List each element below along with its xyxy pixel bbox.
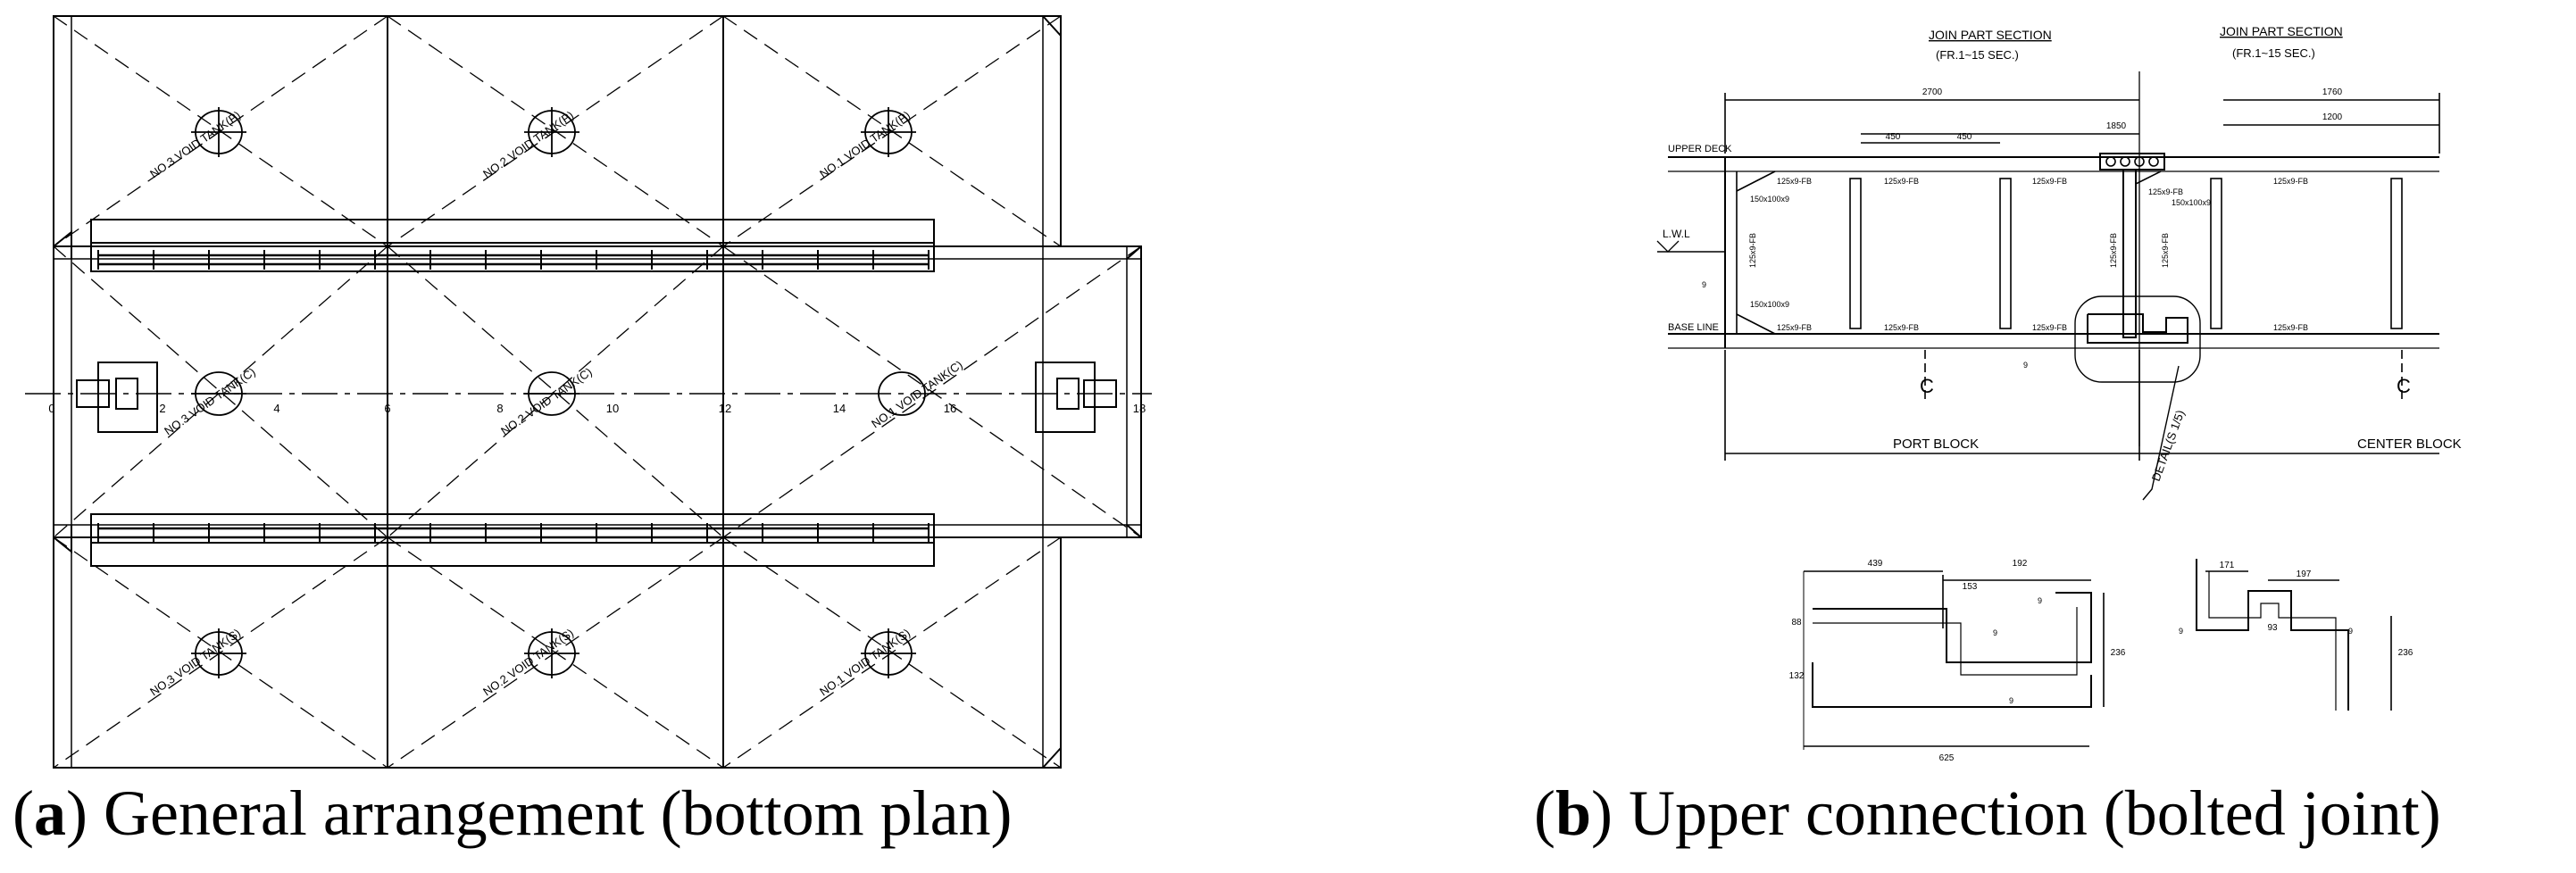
detail-label: DETAIL(S 1/5): [2149, 408, 2188, 483]
bow-fitting: [1035, 362, 1096, 433]
dim-88: 88: [1791, 618, 1802, 628]
frame-14: 14: [833, 402, 846, 415]
dim-1200: 1200: [2322, 112, 2343, 122]
upper-deck-label: UPPER DECK: [1668, 144, 1732, 154]
frame-0: 0: [48, 402, 54, 415]
member-label-7: 125x9-FB: [2032, 323, 2067, 332]
weld-label-6: 9: [2179, 627, 2183, 636]
section-title-2: JOIN PART SECTION: [2220, 24, 2343, 38]
dim-236-b: 236: [2398, 648, 2413, 658]
member-label-9: 125x9-FB: [2148, 187, 2183, 196]
dim-171: 171: [2220, 561, 2235, 570]
member-label-5: 125x9-FB: [1777, 323, 1812, 332]
lower-girder: [90, 513, 935, 567]
member-label-14: 125x9-FB: [2109, 233, 2118, 268]
dim-192: 192: [2013, 559, 2028, 569]
dim-236: 236: [2111, 648, 2126, 658]
joint-column: [2122, 169, 2137, 338]
frame-6: 6: [384, 402, 390, 415]
port-block-label: PORT BLOCK: [1893, 436, 1979, 452]
detail-callout: [2074, 295, 2201, 383]
tank-label-p2: NO.2 VOID TANK(P): [480, 108, 576, 180]
dim-93: 93: [2267, 623, 2278, 633]
weld-label-5: 9: [2009, 696, 2013, 705]
base-line-label: BASE LINE: [1668, 322, 1719, 333]
dim-153: 153: [1963, 582, 1978, 592]
tank-label-p1: NO.1 VOID TANK(P): [817, 108, 913, 180]
member-label-2: 125x9-FB: [1884, 177, 1919, 186]
dim-1850: 1850: [2106, 121, 2127, 131]
frame-10: 10: [606, 402, 619, 415]
weld-label-7: 9: [2348, 627, 2353, 636]
weld-label-1: 9: [1702, 280, 1706, 289]
tank-label-c2: NO.2 VOID TANK(C): [498, 365, 595, 438]
weld-label-2: 9: [2023, 361, 2028, 370]
member-label-4: 125x9-FB: [2273, 177, 2308, 186]
member-label-15: 125x9-FB: [2161, 233, 2170, 268]
member-label-1: 125x9-FB: [1777, 177, 1812, 186]
tank-label-s2: NO.2 VOID TANK(S): [480, 626, 576, 698]
dim-439: 439: [1868, 559, 1883, 569]
dim-2700: 2700: [1922, 87, 1943, 97]
tank-label-s1: NO.1 VOID TANK(S): [817, 626, 913, 698]
caption-letter-b: b: [1555, 777, 1592, 849]
caption-text-b: Upper connection (bolted joint): [1629, 777, 2441, 849]
weld-label-3: 9: [2038, 596, 2042, 605]
frame-2: 2: [159, 402, 165, 415]
member-label-10: 150x100x9: [1750, 195, 1789, 204]
tank-label-p3: NO.3 VOID TANK(P): [147, 108, 243, 180]
stern-fitting: [97, 362, 158, 433]
weld-label-4: 9: [1993, 628, 1997, 637]
frame-member-4: [2390, 178, 2403, 329]
tank-label-c3: NO.3 VOID TANK(C): [162, 365, 258, 438]
frame-16: 16: [944, 402, 956, 415]
dim-1760: 1760: [2322, 87, 2343, 97]
member-label-8: 125x9-FB: [2273, 323, 2308, 332]
dim-625: 625: [1939, 753, 1955, 763]
general-arrangement-plan: [25, 15, 1152, 769]
caption-letter-a: a: [33, 777, 66, 849]
dim-197: 197: [2297, 570, 2312, 579]
section-sub-1: (FR.1~15 SEC.): [1936, 48, 2019, 62]
dim-450-b: 450: [1957, 132, 1972, 142]
centerline-mark-2: C: [2397, 375, 2411, 397]
section-title-1: JOIN PART SECTION: [1929, 28, 2052, 42]
upper-connection-section: [1656, 71, 2440, 750]
lwl-label: L.W.L: [1663, 228, 1690, 240]
frame-member-3: [2210, 178, 2222, 329]
caption-text-a: General arrangement (bottom plan): [103, 777, 1013, 849]
section-sub-2: (FR.1~15 SEC.): [2232, 46, 2315, 60]
frame-4: 4: [273, 402, 279, 415]
centerline-mark-1: C: [1920, 375, 1934, 397]
tank-label-s3: NO.3 VOID TANK(S): [147, 626, 243, 698]
member-label-12: 150x100x9: [2172, 198, 2211, 207]
dim-132: 132: [1789, 671, 1805, 681]
frame-8: 8: [496, 402, 503, 415]
frame-12: 12: [719, 402, 731, 415]
frame-member-2: [1999, 178, 2012, 329]
caption-panel-b: (b) Upper connection (bolted joint): [1534, 777, 2441, 849]
center-block-label: CENTER BLOCK: [2357, 436, 2462, 452]
member-label-13: 125x9-FB: [1748, 233, 1757, 268]
member-label-6: 125x9-FB: [1884, 323, 1919, 332]
caption-panel-a: (a) General arrangement (bottom plan): [13, 777, 1013, 849]
dim-450-a: 450: [1886, 132, 1901, 142]
manholes: [191, 107, 926, 678]
member-label-11: 150x100x9: [1750, 300, 1789, 309]
frame-18: 18: [1133, 402, 1146, 415]
frame-member-1: [1849, 178, 1862, 329]
member-label-3: 125x9-FB: [2032, 177, 2067, 186]
